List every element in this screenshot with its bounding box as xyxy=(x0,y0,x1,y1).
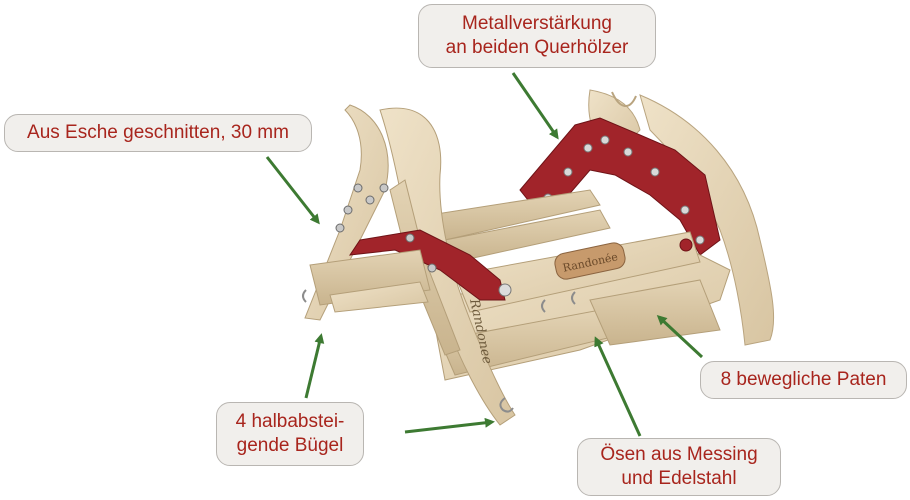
hook-front xyxy=(499,397,514,413)
callout-metal-line1: Metallverstärkung xyxy=(462,13,612,34)
paten-block xyxy=(589,279,721,346)
side-crossbar-lower xyxy=(329,281,429,313)
hook-mid-1 xyxy=(541,299,546,313)
callout-ash-wood: Aus Esche geschnitten, 30 mm xyxy=(4,114,312,152)
metal-plate-front xyxy=(348,229,506,301)
callout-metal-line2: an beiden Querhölzer xyxy=(445,37,629,58)
crossbar-rivet-right xyxy=(679,238,693,252)
callout-stirrups: 4 halbabstei- gende Bügel xyxy=(216,402,364,466)
callout-oesen-line2: und Edelstahl xyxy=(621,468,737,489)
frame-bolts xyxy=(335,183,437,273)
arrow-icon xyxy=(511,72,559,140)
callout-paten-text: 8 bewegliche Paten xyxy=(720,369,887,390)
front-crossbar: Randonée xyxy=(454,231,701,313)
front-frame: Randonee xyxy=(302,104,576,426)
callout-eyelets: Ösen aus Messing und Edelstahl xyxy=(577,438,781,496)
brand-badge xyxy=(554,242,626,280)
callout-ash-text: Aus Esche geschnitten, 30 mm xyxy=(27,122,289,143)
arrow-icon xyxy=(594,336,642,437)
back-frame xyxy=(519,89,775,346)
callout-arrows xyxy=(265,72,704,437)
arrow-icon xyxy=(304,333,325,399)
arrow-icon xyxy=(265,156,320,225)
hook-mid-2 xyxy=(571,291,576,305)
arrow-icon xyxy=(404,417,495,434)
callout-buegel-line2: gende Bügel xyxy=(236,435,344,456)
hooks xyxy=(302,289,576,413)
callout-metal-reinforcement: Metallverstärkung an beiden Querhölzer xyxy=(418,4,656,68)
callout-buegel-line1: 4 halbabstei- xyxy=(235,411,345,432)
plate-rivets-back xyxy=(543,135,705,245)
callout-oesen-line1: Ösen aus Messing xyxy=(600,444,758,465)
callout-movable-paten: 8 bewegliche Paten xyxy=(700,361,907,399)
back-frame-notch xyxy=(611,91,637,107)
arrow-icon xyxy=(656,314,704,359)
hook-left xyxy=(302,289,307,303)
